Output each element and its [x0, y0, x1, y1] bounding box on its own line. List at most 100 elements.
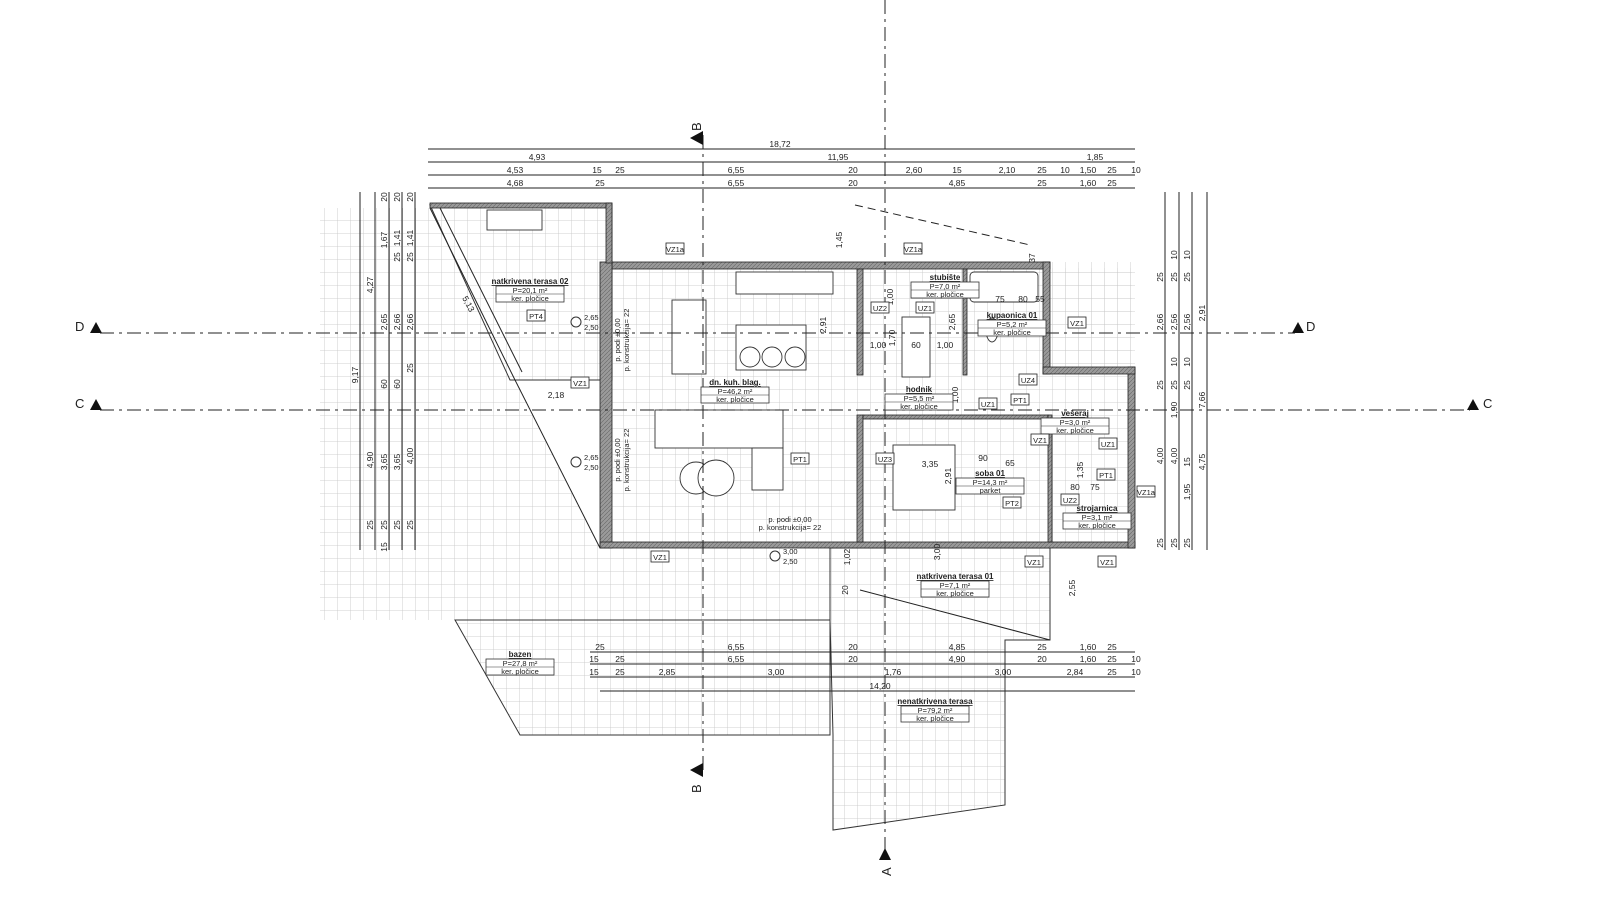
dimension-value: 4,85 [949, 642, 966, 652]
dimension-value: 25 [405, 363, 415, 373]
dimension-value: 25 [405, 520, 415, 530]
element-tag: UZ2 [1063, 496, 1077, 505]
dimension-value: 60 [911, 340, 921, 350]
dimension-value: 1,35 [1075, 461, 1085, 478]
dimension-value: 25 [1107, 667, 1117, 677]
dimension-value: 25 [365, 520, 375, 530]
room-name: kupaonica 01 [987, 311, 1038, 320]
dimension-value: 10 [1060, 165, 1070, 175]
room-name: stubište [930, 273, 961, 282]
element-tag: VZ1a [666, 245, 685, 254]
element-tag-box [875, 452, 895, 465]
dimension-value: 2,91 [943, 467, 953, 484]
element-tag: UZ2 [873, 304, 887, 313]
window-mark-icon [570, 316, 582, 328]
kitchen-counter [735, 271, 834, 295]
dimension-value: 90 [978, 453, 988, 463]
element-tag: VZ1a [1137, 488, 1156, 497]
dimension-value: 20 [392, 192, 402, 202]
dimension-value: 4,27 [365, 276, 375, 293]
dimension-value: 3,00 [932, 543, 942, 560]
element-tag: VZ1 [1070, 319, 1084, 328]
room-floor-finish: ker. pločice [501, 667, 539, 676]
dimension-value: 25 [1107, 642, 1117, 652]
section-d-left-label: D [75, 319, 84, 334]
level-note: p. podi ±0,00 [613, 318, 622, 361]
section-b-bottom-label: B [689, 784, 704, 793]
section-b-top-label: B [689, 122, 704, 131]
level-note: p. podi ±0,00 [613, 438, 622, 481]
dimension-value: 2,84 [1067, 667, 1084, 677]
section-b-bottom-marker [690, 763, 703, 777]
dimension-value: 14,20 [869, 681, 891, 691]
wall-terrace02-east [605, 202, 613, 264]
window-height: 3,00 [783, 547, 798, 556]
room-name: dn. kuh. blag. [709, 378, 761, 387]
dimension-value: 60 [392, 379, 402, 389]
window-mark-icon [570, 456, 582, 468]
dimension-value: 2,91 [1197, 304, 1207, 321]
level-note: p. konstrukcija= 22 [622, 309, 631, 372]
dimension-value: 1,90 [1169, 401, 1179, 418]
element-tag: VZ1 [573, 379, 587, 388]
element-tag-box [1024, 555, 1044, 568]
window-mark-icon [769, 550, 781, 562]
coffee-table [697, 459, 735, 497]
element-tag-box [570, 376, 590, 389]
dimension-value: 1,00 [950, 386, 960, 403]
dimension-value: 25 [1155, 380, 1165, 390]
dimension-value: 15 [379, 542, 389, 552]
dimension-value: 2,55 [1067, 579, 1077, 596]
dimension-value: 25 [1037, 642, 1047, 652]
section-d-left-marker [90, 322, 102, 333]
dimension-value: 1,00 [885, 288, 895, 305]
section-markers: A B B D D C C [75, 122, 1492, 876]
dimension-value: 20 [840, 585, 850, 595]
dimension-value: 75 [995, 294, 1005, 304]
element-tag: UZ1 [981, 400, 995, 409]
dimension-value: 1,00 [870, 340, 887, 350]
element-tag: PT1 [793, 455, 807, 464]
dimension-value: 25 [1169, 380, 1179, 390]
dimension-value: 2,85 [659, 667, 676, 677]
element-tag-box [526, 309, 546, 322]
dimension-value: 2,66 [1155, 313, 1165, 330]
dimension-value: 25 [595, 642, 605, 652]
section-b-top-marker [690, 131, 703, 145]
dimension-value: 4,90 [949, 654, 966, 664]
dimension-value: 25 [1169, 538, 1179, 548]
element-tag-box [1010, 393, 1030, 406]
room-floor-finish: ker. pločice [926, 290, 964, 299]
room-name: hodnik [906, 385, 933, 394]
dimension-value: 4,53 [507, 165, 524, 175]
dimension-value: 2,66 [405, 313, 415, 330]
room-area: P=5,5 m² [904, 394, 935, 403]
dimension-value: 11,95 [828, 152, 849, 162]
dimension-value: 2,56 [1182, 313, 1192, 330]
element-tag-box [1097, 555, 1117, 568]
room-area: P=14,3 m² [973, 478, 1008, 487]
dimension-value: 20 [848, 165, 858, 175]
room-floor-finish: ker. pločice [511, 294, 549, 303]
dimension-value: 15 [589, 667, 599, 677]
dimension-value: 2,10 [999, 165, 1016, 175]
level-note: p. konstrukcija= 22 [759, 523, 822, 532]
dimension-value: 10 [1131, 654, 1141, 664]
element-tag-box [870, 301, 890, 314]
dimension-value: 25 [1107, 178, 1117, 188]
dimension-value: 6,55 [728, 642, 745, 652]
dimension-value: 25 [1182, 538, 1192, 548]
kitchen-unit [486, 209, 543, 231]
element-tag-box [1096, 468, 1116, 481]
dimension-value: 55 [1035, 294, 1045, 304]
window-sill: 2,50 [584, 323, 599, 332]
element-tag-box [650, 550, 670, 563]
dimension-value: 25 [595, 178, 605, 188]
room-area: P=27,8 m² [503, 659, 538, 668]
element-tag-box [1018, 373, 1038, 386]
element-tag: UZ3 [878, 455, 892, 464]
dimension-value: 4,00 [1155, 447, 1165, 464]
room-floor-finish: ker. pločice [916, 714, 954, 723]
